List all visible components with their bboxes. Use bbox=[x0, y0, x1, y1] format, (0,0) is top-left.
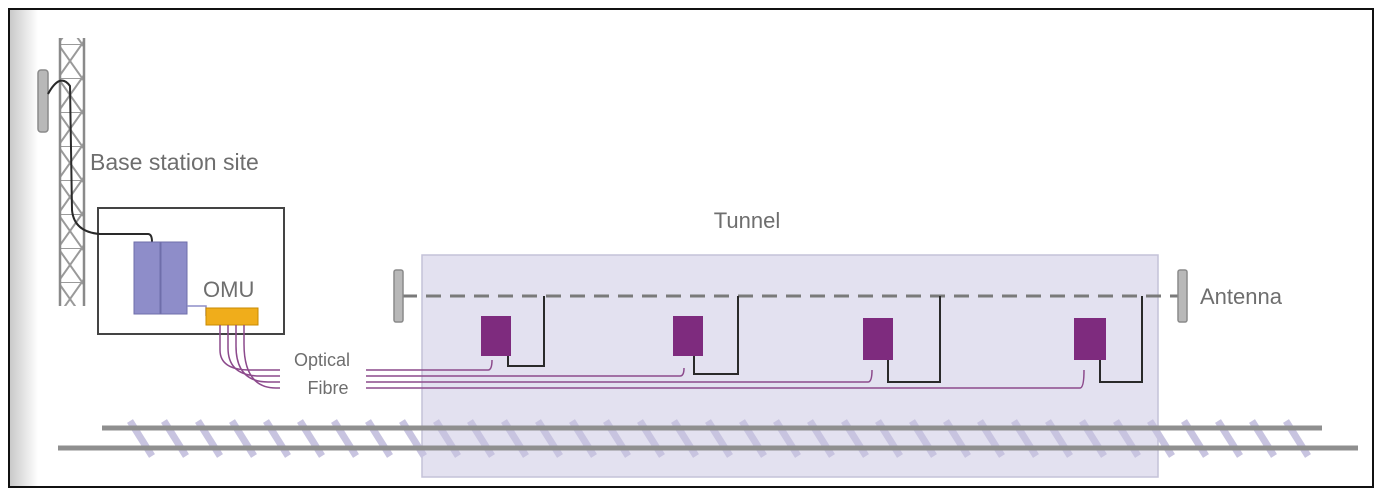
omu-box bbox=[205, 307, 259, 326]
tunnel-label: Tunnel bbox=[714, 208, 780, 233]
base-station-rack-1 bbox=[133, 241, 161, 315]
optical-label: Optical bbox=[294, 350, 350, 370]
optical-fibres bbox=[219, 325, 1085, 389]
left-edge-shadow bbox=[10, 10, 38, 486]
antenna-right bbox=[1177, 269, 1188, 323]
fibre-label-bg bbox=[280, 348, 366, 404]
feeder-cable bbox=[47, 79, 153, 243]
remote-unit-3 bbox=[863, 296, 941, 383]
base-station-rack-2 bbox=[160, 241, 188, 315]
antenna-left bbox=[393, 269, 404, 323]
antenna-label: Antenna bbox=[1200, 284, 1283, 309]
fibre-label: Fibre bbox=[307, 378, 348, 398]
tower-antenna-panel bbox=[37, 69, 49, 133]
remote-unit-4 bbox=[1074, 296, 1143, 383]
remote-unit-1 bbox=[481, 296, 545, 367]
omu-label: OMU bbox=[203, 277, 254, 302]
base-station-site-label: Base station site bbox=[90, 149, 259, 175]
railway-tunnel-das-diagram: Tunnel Base station site OMU Optical Fib… bbox=[37, 38, 1358, 478]
diagram-frame: Tunnel Base station site OMU Optical Fib… bbox=[8, 8, 1374, 488]
remote-unit-2 bbox=[673, 296, 739, 375]
railway-track bbox=[58, 419, 1358, 458]
